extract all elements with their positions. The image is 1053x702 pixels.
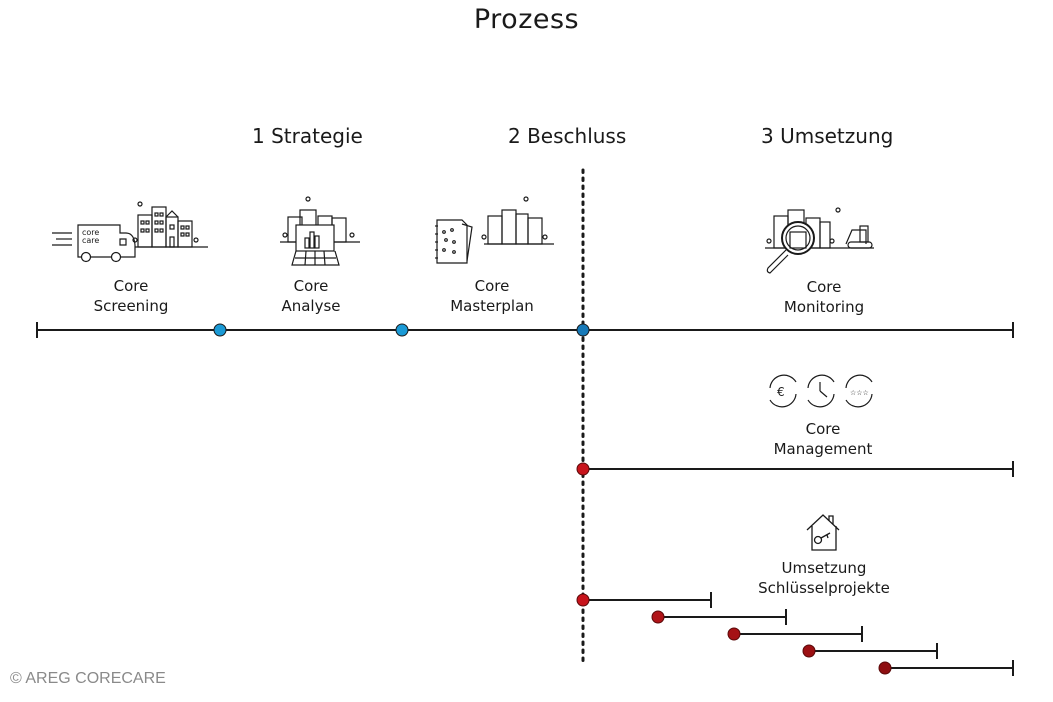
truck-city-icon: core care (52, 201, 208, 263)
milestone-management-start (576, 462, 590, 476)
magnifier-city-excavator-icon (765, 207, 874, 274)
phase-umsetzung: 3 Umsetzung (761, 124, 894, 148)
phase-beschluss: 2 Beschluss (508, 124, 627, 148)
milestone-project-1-start (576, 593, 590, 607)
svg-text:care: care (82, 236, 99, 245)
key-project-timeline-4 (802, 643, 938, 659)
laptop-chart-city-icon (280, 196, 360, 266)
milestone-project-5-start (878, 661, 892, 675)
copyright-notice: © AREG CORECARE (10, 670, 166, 687)
key-project-timeline-1 (576, 592, 712, 608)
euro-cycle-icon: € (769, 374, 797, 408)
milestone-analyse-end (395, 323, 409, 337)
svg-text:☆☆☆: ☆☆☆ (850, 389, 869, 397)
milestone-beschluss (576, 323, 590, 337)
svg-text:core: core (82, 228, 99, 237)
milestone-project-4-start (802, 644, 816, 658)
key-project-timeline-2 (651, 609, 787, 625)
page-title: Prozess (473, 4, 580, 35)
svg-text:€: € (777, 385, 785, 399)
milestone-screening-end (213, 323, 227, 337)
house-key-icon (806, 514, 840, 551)
milestone-project-3-start (727, 627, 741, 641)
plan-document-city-icon (435, 196, 554, 264)
clock-cycle-icon (807, 374, 835, 408)
phase-strategie: 1 Strategie (252, 124, 363, 148)
key-project-timeline-5 (878, 660, 1014, 676)
management-timeline (576, 461, 1014, 477)
key-project-timeline-3 (727, 626, 863, 642)
cycle-euro-clock-stars-icon: € ☆☆☆ (769, 374, 873, 408)
main-timeline (36, 322, 1014, 338)
stars-cycle-icon: ☆☆☆ (845, 374, 873, 408)
milestone-project-2-start (651, 610, 665, 624)
